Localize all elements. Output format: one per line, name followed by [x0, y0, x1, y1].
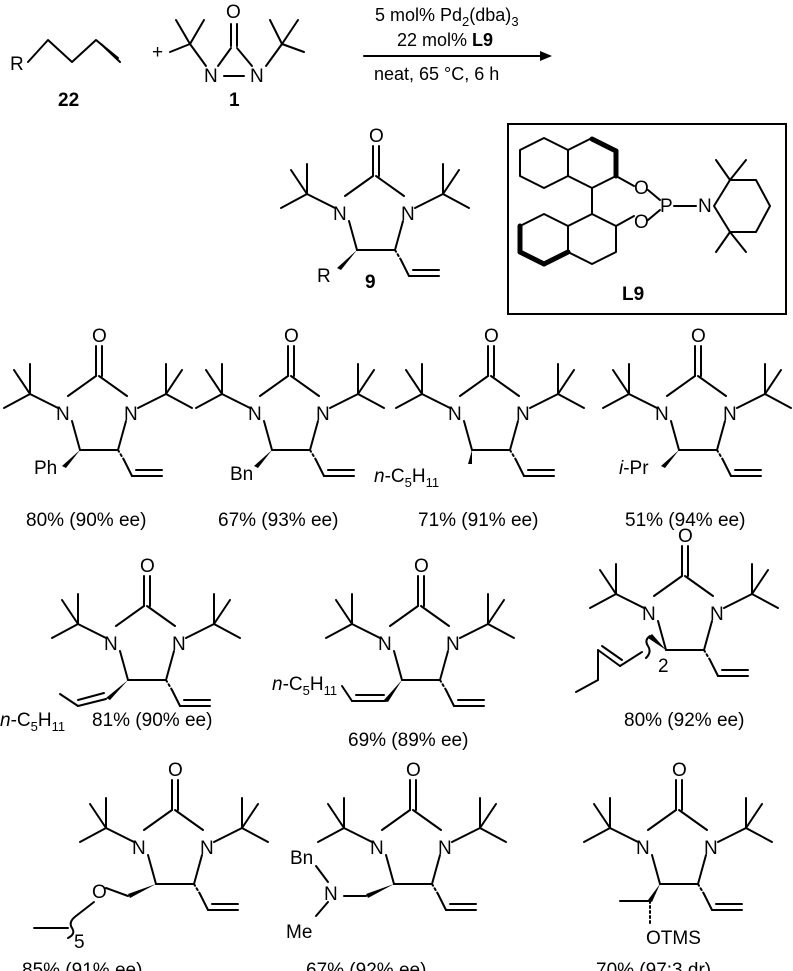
example-4-substituent: i-Pr: [619, 458, 649, 479]
example-2-n3: N: [316, 404, 330, 425]
example-2-yield: 67% (93% ee): [218, 510, 338, 531]
example-4-oxygen: O: [691, 326, 706, 347]
example-6-n3: N: [446, 634, 460, 655]
condition-ligand: 22 mol% L9: [397, 30, 493, 50]
reagent-1-diaziridinone: O N N 1: [169, 2, 305, 111]
substrate-number: 22: [58, 90, 79, 111]
product-n1: N: [333, 204, 347, 225]
example-10-n1: N: [636, 838, 650, 859]
product-9: O N N R 9: [280, 126, 470, 293]
product-number: 9: [365, 272, 376, 293]
example-6-n1: N: [378, 634, 392, 655]
example-8-n3: N: [200, 838, 214, 859]
example-2-benzyl: O N N Bn 67% (93% ee): [195, 326, 385, 531]
ligand-oxygen-2: O: [634, 212, 649, 233]
ligand-nitrogen: N: [698, 196, 712, 217]
example-3-n1: N: [448, 404, 462, 425]
example-2-n1: N: [248, 404, 262, 425]
example-5-substituent: n-C5H11: [0, 710, 65, 734]
example-9-oxygen: O: [406, 760, 421, 781]
condition-catalyst: 5 mol% Pd2(dba)3: [375, 5, 519, 29]
example-9-n3: N: [438, 838, 452, 859]
example-5-yield: 81% (90% ee): [92, 710, 212, 731]
example-1-substituent: Ph: [34, 458, 57, 479]
example-10-substituent: OTMS: [646, 928, 701, 949]
example-8-ether: O N N O 5 85% (91% ee): [22, 760, 269, 971]
ligand-phosphorus: P: [660, 196, 673, 217]
example-10-oxygen: O: [672, 760, 687, 781]
example-9-methyl: Me: [286, 922, 312, 943]
example-5-e-alkenyl: O N N n-C5H11 81% (90% ee): [0, 556, 241, 734]
reaction-conditions: 5 mol% Pd2(dba)3 22 mol% L9 neat, 65 °C,…: [363, 5, 552, 84]
example-7-n1: N: [642, 604, 656, 625]
example-5-n3: N: [172, 634, 186, 655]
product-r-label: R: [317, 266, 331, 287]
example-3-substituent: n-C5H11: [374, 466, 439, 490]
example-3-n3: N: [516, 404, 530, 425]
condition-solvent: neat, 65 °C, 6 h: [374, 64, 499, 84]
example-4-n1: N: [655, 404, 669, 425]
example-4-n3: N: [723, 404, 737, 425]
example-6-z-alkenyl: O N N n-C5H11 69% (89% ee): [272, 556, 515, 751]
example-1-oxygen: O: [92, 326, 107, 347]
example-8-n1: N: [132, 838, 146, 859]
example-6-substituent: n-C5H11: [272, 674, 337, 698]
example-9-substituent: Bn: [290, 848, 313, 869]
example-8-oxygen: O: [168, 760, 183, 781]
example-3-oxygen: O: [484, 326, 499, 347]
example-1-n3: N: [124, 404, 138, 425]
example-1-yield: 80% (90% ee): [26, 510, 146, 531]
reagent-number: 1: [229, 90, 240, 111]
example-4-isopropyl: O N N i-Pr 51% (94% ee): [602, 326, 792, 531]
example-10-yield: 70% (97:3 dr): [596, 960, 711, 971]
example-7-oxygen: O: [678, 526, 693, 547]
reagent-n1: N: [204, 66, 218, 87]
example-9-yield: 67% (92% ee): [306, 960, 426, 971]
example-7-n3: N: [710, 604, 724, 625]
plus-sign: +: [152, 42, 163, 63]
substrate-r-label: R: [10, 54, 24, 75]
example-5-oxygen: O: [140, 556, 155, 577]
example-9-n1: N: [370, 838, 384, 859]
example-2-oxygen: O: [284, 326, 299, 347]
example-9-amine-n: N: [324, 884, 338, 905]
example-3-pentyl: O N N n-C5H11 71% (91% ee): [374, 326, 585, 531]
example-2-substituent: Bn: [230, 464, 253, 485]
example-8-ether-oxygen: O: [92, 882, 107, 903]
example-9-amine: O N N N Bn Me 67% (92% ee): [286, 760, 507, 971]
example-10-silyl-ether: O N N OTMS 70% (97:3 dr): [583, 760, 773, 971]
example-4-yield: 51% (94% ee): [625, 510, 745, 531]
example-6-yield: 69% (89% ee): [348, 730, 468, 751]
ligand-label: L9: [622, 284, 644, 305]
reagent-oxygen: O: [226, 2, 241, 23]
example-8-repeat: 5: [74, 932, 85, 953]
ligand-l9-box: O O P N L9: [507, 123, 787, 315]
example-5-n1: N: [104, 634, 118, 655]
example-1-phenyl: O N N Ph 80% (90% ee): [3, 326, 193, 531]
example-6-oxygen: O: [414, 556, 429, 577]
example-7-substituent: 2: [658, 656, 669, 677]
substrate-22: R 22: [10, 39, 121, 111]
ligand-oxygen-1: O: [634, 178, 649, 199]
example-8-yield: 85% (91% ee): [22, 960, 142, 971]
product-n3: N: [401, 204, 415, 225]
example-1-n1: N: [56, 404, 70, 425]
example-7-yield: 80% (92% ee): [624, 710, 744, 731]
product-oxygen: O: [369, 126, 384, 147]
reagent-n2: N: [250, 66, 264, 87]
example-7-homoallyl: O N N 2 80% (92% ee): [575, 526, 779, 731]
example-10-n3: N: [704, 838, 718, 859]
example-3-yield: 71% (91% ee): [418, 510, 538, 531]
